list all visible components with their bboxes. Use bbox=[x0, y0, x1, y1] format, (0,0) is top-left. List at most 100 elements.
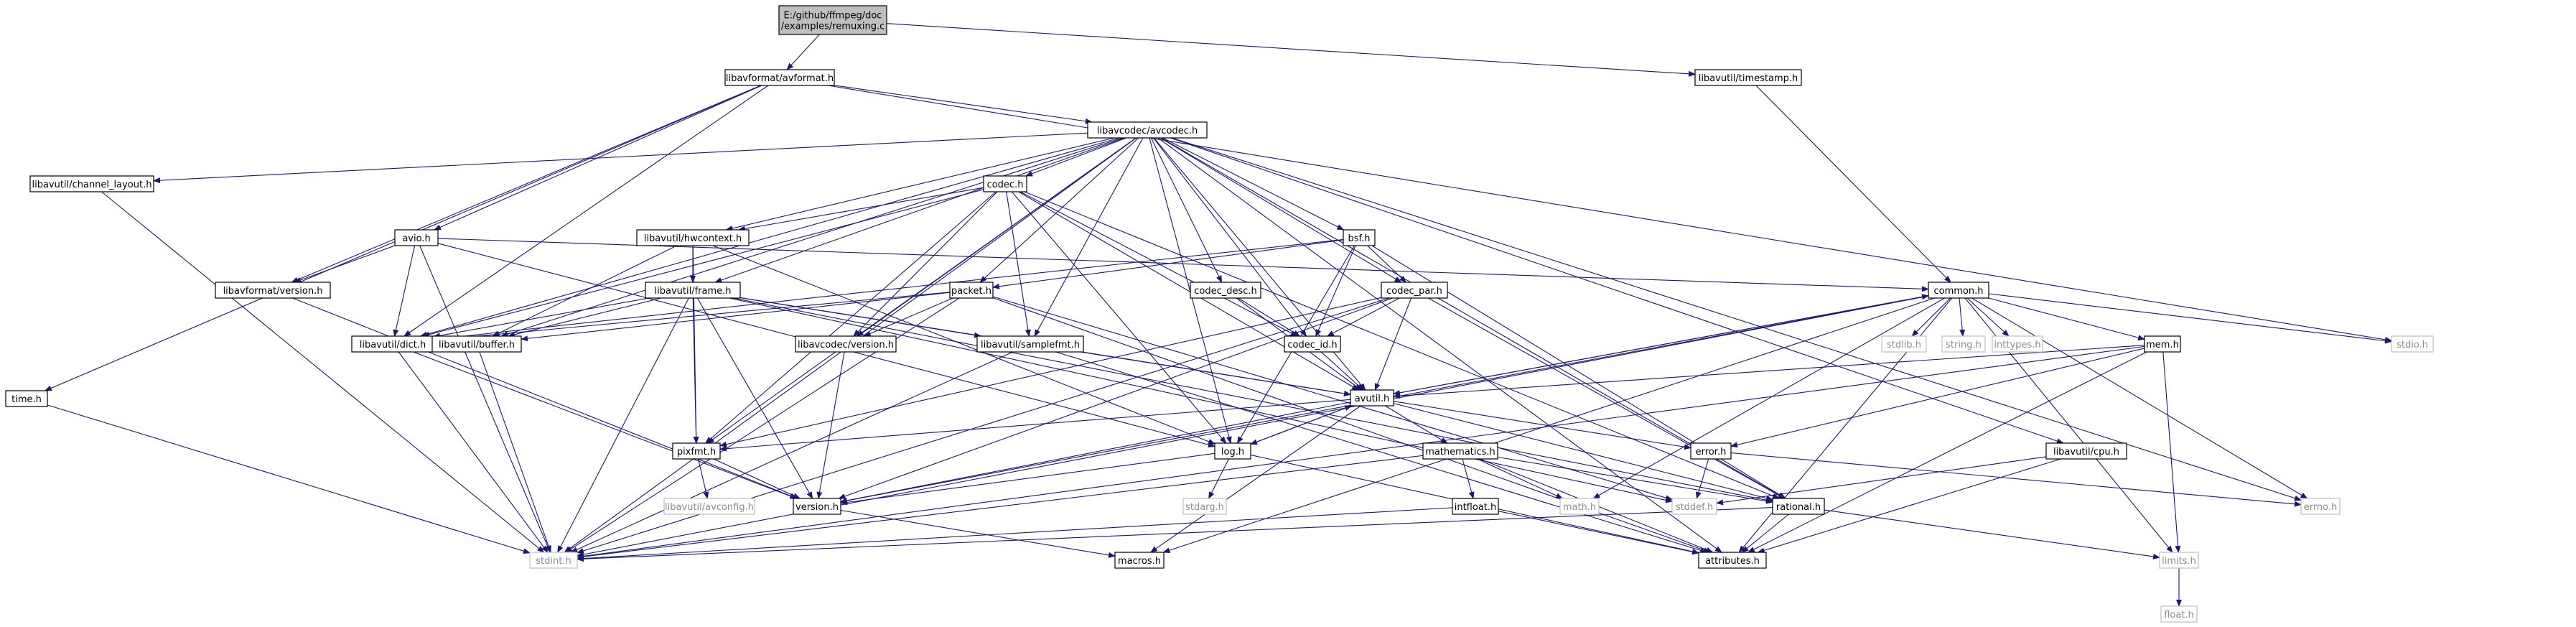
node-version[interactable]: version.h bbox=[793, 498, 841, 515]
node-codec-par[interactable]: codec_par.h bbox=[1381, 282, 1448, 299]
edge-rational-to-limits bbox=[1824, 509, 2160, 559]
edge-avcodec-to-bsf bbox=[1162, 137, 1345, 231]
node-box bbox=[1214, 442, 1251, 460]
node-timestamp[interactable]: libavutil/timestamp.h bbox=[1694, 69, 1802, 86]
node-box bbox=[663, 498, 755, 515]
edge-frame-to-pixfmt bbox=[692, 297, 699, 444]
node-samplefmt[interactable]: libavutil/samplefmt.h bbox=[976, 335, 1084, 353]
node-channel-layout[interactable]: libavutil/channel_layout.h bbox=[29, 175, 154, 192]
node-box bbox=[672, 442, 721, 460]
edge-packet-to-buffer bbox=[521, 292, 951, 342]
edge-avutil-to-pixfmt bbox=[719, 399, 1351, 452]
node-codec-desc[interactable]: codec_desc.h bbox=[1190, 282, 1261, 299]
node-mathematics[interactable]: mathematics.h bbox=[1422, 442, 1498, 460]
edge-bsf-to-codec_id bbox=[1315, 245, 1356, 337]
edge-log-to-stdarg bbox=[1208, 458, 1229, 499]
edge-avio-to-dict bbox=[393, 245, 416, 337]
node-label: bsf.h bbox=[1348, 233, 1370, 244]
node-macros[interactable]: macros.h bbox=[1114, 552, 1165, 569]
edge-mem-to-avutil bbox=[1393, 345, 2145, 399]
node-label: errno.h bbox=[2304, 502, 2338, 513]
node-packet[interactable]: packet.h bbox=[949, 282, 994, 299]
node-box bbox=[2391, 335, 2434, 353]
node-avformat[interactable]: libavformat/avformat.h bbox=[724, 69, 835, 86]
edge-avcodec-to-codec bbox=[1025, 137, 1127, 177]
edge-avutil-to-error bbox=[1393, 401, 1691, 450]
node-stdarg: stdarg.h bbox=[1182, 498, 1227, 515]
node-lavf-version[interactable]: libavformat/version.h bbox=[215, 282, 331, 299]
node-rational[interactable]: rational.h bbox=[1772, 498, 1825, 515]
node-label: time.h bbox=[11, 394, 42, 405]
node-box bbox=[1452, 498, 1499, 515]
node-label: avutil.h bbox=[1355, 394, 1390, 404]
edge-mem-to-error bbox=[1730, 348, 2145, 448]
node-box bbox=[2144, 335, 2181, 353]
node-box bbox=[1381, 282, 1448, 299]
node-codec-id[interactable]: codec_id.h bbox=[1284, 335, 1341, 353]
node-dict[interactable]: libavutil/dict.h bbox=[351, 335, 434, 353]
node-box bbox=[1190, 282, 1261, 299]
node-time[interactable]: time.h bbox=[5, 390, 48, 407]
node-box bbox=[793, 498, 841, 515]
node-hwcontext[interactable]: libavutil/hwcontext.h bbox=[636, 229, 750, 246]
node-label: libavformat/version.h bbox=[223, 286, 323, 297]
edge-avio-to-stdint bbox=[419, 245, 551, 553]
node-codec[interactable]: codec.h bbox=[983, 175, 1027, 192]
edge-frame-to-stdint bbox=[557, 297, 689, 553]
node-avio[interactable]: avio.h bbox=[394, 229, 439, 246]
edge-frame-to-version bbox=[696, 297, 813, 499]
edge-codec_par-to-avutil bbox=[1374, 297, 1412, 391]
node-box bbox=[2045, 442, 2127, 460]
edge-avutil-to-rational bbox=[1393, 403, 1773, 501]
node-box bbox=[1941, 335, 1986, 353]
node-label: log.h bbox=[1221, 447, 1244, 458]
edge-mem-to-limits bbox=[2162, 351, 2181, 553]
edge-common-to-inttypes bbox=[1966, 297, 2010, 337]
edge-samplefmt-to-avutil bbox=[1080, 351, 1351, 396]
node-label: rational.h bbox=[1776, 502, 1821, 513]
edge-bsf-to-codec_par bbox=[1367, 245, 1407, 283]
node-lavc-version[interactable]: libavcodec/version.h bbox=[795, 335, 897, 353]
node-common[interactable]: common.h bbox=[1928, 282, 1989, 299]
node-avutil[interactable]: avutil.h bbox=[1350, 389, 1394, 407]
edge-codec-to-pixfmt bbox=[704, 191, 997, 444]
node-label: mem.h bbox=[2146, 340, 2179, 350]
node-avcodec[interactable]: libavcodec/avcodec.h bbox=[1087, 121, 1208, 139]
edge-layer bbox=[44, 23, 2392, 607]
edge-frame-to-stddef bbox=[729, 297, 1673, 503]
edge-avcodec-to-errno bbox=[1172, 137, 2302, 501]
node-pixfmt[interactable]: pixfmt.h bbox=[672, 442, 721, 460]
node-intfloat[interactable]: intfloat.h bbox=[1452, 498, 1499, 515]
edge-version-to-macros bbox=[840, 509, 1116, 558]
node-label: codec_desc.h bbox=[1194, 286, 1257, 297]
node-mem[interactable]: mem.h bbox=[2144, 335, 2181, 353]
node-bsf[interactable]: bsf.h bbox=[1343, 229, 1376, 246]
edge-rational-to-attributes bbox=[1741, 514, 1789, 553]
node-box bbox=[29, 175, 154, 192]
node-remuxing[interactable]: E:/github/ffmpeg/doc/examples/remuxing.c bbox=[778, 5, 887, 35]
edge-avformat-to-avcodec bbox=[834, 85, 1093, 124]
node-label: libavutil/cpu.h bbox=[2053, 447, 2119, 458]
node-error[interactable]: error.h bbox=[1690, 442, 1732, 460]
node-buffer[interactable]: libavutil/buffer.h bbox=[431, 335, 522, 353]
node-box bbox=[215, 282, 331, 299]
node-label: macros.h bbox=[1118, 556, 1161, 567]
node-box bbox=[1350, 389, 1394, 407]
node-box bbox=[1422, 442, 1498, 460]
node-stdlib: stdlib.h bbox=[1881, 335, 1927, 353]
node-label: stdio.h bbox=[2397, 340, 2428, 350]
edge-frame-to-dict bbox=[433, 297, 649, 339]
edge-avutil-to-mathematics bbox=[1385, 405, 1448, 444]
edge-avcodec-to-cpu bbox=[1170, 137, 2064, 444]
edge-avio-to-lavf_version bbox=[294, 245, 396, 283]
node-cpu[interactable]: libavutil/cpu.h bbox=[2045, 442, 2127, 460]
node-box bbox=[1182, 498, 1227, 515]
node-attributes[interactable]: attributes.h bbox=[1698, 552, 1767, 569]
node-string: string.h bbox=[1941, 335, 1986, 353]
node-stdio: stdio.h bbox=[2391, 335, 2434, 353]
node-stddef: stddef.h bbox=[1671, 498, 1717, 515]
node-label: stdlib.h bbox=[1887, 340, 1921, 350]
edge-codec-to-samplefmt bbox=[1006, 191, 1031, 337]
node-log[interactable]: log.h bbox=[1214, 442, 1251, 460]
node-frame[interactable]: libavutil/frame.h bbox=[645, 282, 741, 299]
